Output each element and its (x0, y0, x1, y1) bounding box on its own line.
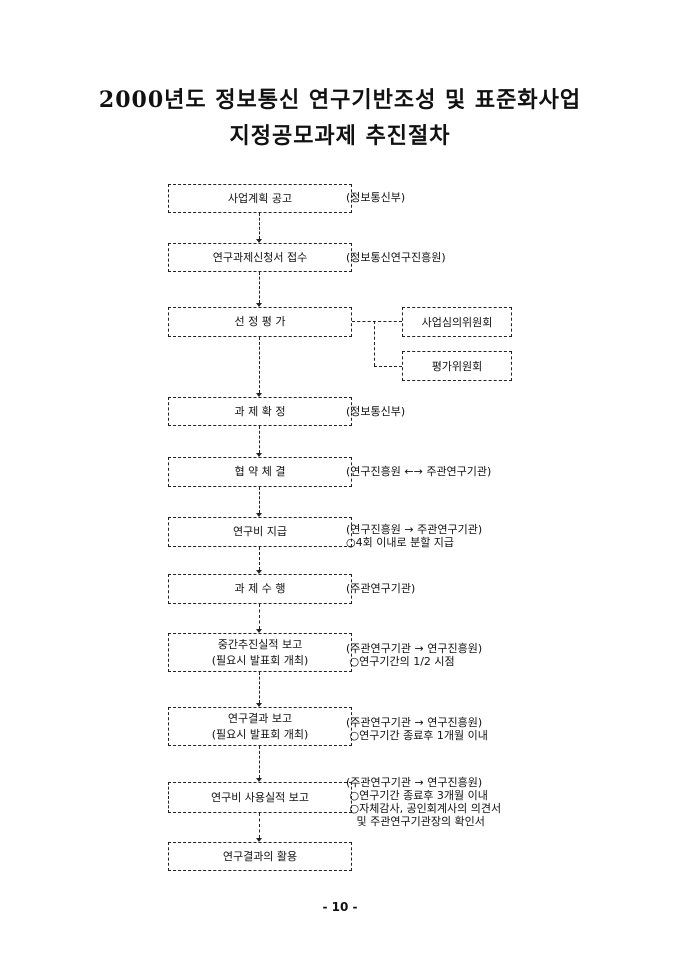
step-box: 중간추진실적 보고 (필요시 발표회 개최) (168, 633, 352, 672)
title-line-2: 지정공모과제 추진절차 (229, 123, 451, 149)
step-label: 중간추진실적 보고 (필요시 발표회 개최) (211, 637, 309, 667)
title-line-1: 2000년도 정보통신 연구기반조성 및 표준화사업 (98, 87, 582, 113)
step-note: (주관연구기관) (346, 582, 416, 595)
step-note: (연구진흥원 → 주관연구기관) ○4회 이내로 분할 지급 (346, 523, 483, 549)
connector-line (374, 366, 402, 367)
step-label: 과 제 확 정 (234, 404, 286, 418)
arrow-down-icon (256, 838, 262, 842)
step-box: 연구결과 보고 (필요시 발표회 개최) (168, 707, 352, 746)
step-note: (주관연구기관 → 연구진흥원) ○연구기간의 1/2 시점 (346, 642, 483, 668)
arrow-down-icon (256, 513, 262, 517)
step-box: 사업계획 공고 (168, 184, 352, 213)
arrow-down-icon (256, 453, 262, 457)
arrow-down-icon (256, 239, 262, 243)
step-box: 연구비 사용실적 보고 (168, 782, 352, 813)
flow-line (259, 487, 260, 513)
step-label: 협 약 체 결 (234, 465, 286, 478)
step-label: 연구결과 보고 (필요시 발표회 개최) (211, 711, 309, 741)
step-note: (연구진흥원 ←→ 주관연구기관) (346, 465, 492, 478)
step-box: 연구결과의 활용 (168, 842, 352, 871)
step-label: 과 제 수 행 (234, 582, 286, 595)
arrow-down-icon (256, 778, 262, 782)
step-label: 선 정 평 가 (234, 315, 286, 328)
flow-line (259, 272, 260, 303)
committee-box: 평가위원회 (402, 351, 512, 381)
flow-line (259, 672, 260, 703)
arrow-down-icon (256, 570, 262, 574)
arrow-down-icon (256, 393, 262, 397)
step-box: 연구비 지급 (168, 517, 352, 547)
step-note: (정보통신부) (346, 405, 406, 418)
flow-line (259, 337, 260, 393)
step-box: 과 제 확 정 (168, 397, 352, 426)
flow-line (259, 547, 260, 570)
arrow-down-icon (256, 703, 262, 707)
flow-line (259, 746, 260, 778)
step-label: 연구결과의 활용 (222, 849, 298, 863)
committee-label: 평가위원회 (431, 360, 483, 373)
step-box: 선 정 평 가 (168, 307, 352, 337)
step-box: 협 약 체 결 (168, 457, 352, 487)
flow-line (259, 604, 260, 629)
step-note: (주관연구기관 → 연구진흥원) ○연구기간 종료후 3개월 이내 ○자체감사,… (346, 776, 502, 828)
step-label: 연구비 사용실적 보고 (210, 790, 310, 804)
step-note: (정보통신연구진흥원) (346, 251, 446, 264)
step-label: 사업계획 공고 (227, 191, 293, 205)
step-note: (주관연구기관 → 연구진흥원) ○연구기간 종료후 1개월 이내 (346, 716, 488, 742)
connector-line (352, 321, 402, 322)
step-box: 과 제 수 행 (168, 574, 352, 604)
committee-label: 사업심의위원회 (421, 316, 493, 329)
step-label: 연구과제신청서 접수 (212, 250, 308, 264)
step-note: (정보통신부) (346, 191, 406, 204)
step-label: 연구비 지급 (232, 525, 288, 538)
step-box: 연구과제신청서 접수 (168, 243, 352, 272)
arrow-down-icon (256, 629, 262, 633)
flow-line (259, 813, 260, 838)
page-number: - 10 - (322, 900, 358, 914)
arrow-down-icon (256, 303, 262, 307)
flow-line (259, 213, 260, 239)
committee-box: 사업심의위원회 (402, 307, 512, 337)
flow-line (259, 426, 260, 453)
connector-line (374, 321, 375, 366)
